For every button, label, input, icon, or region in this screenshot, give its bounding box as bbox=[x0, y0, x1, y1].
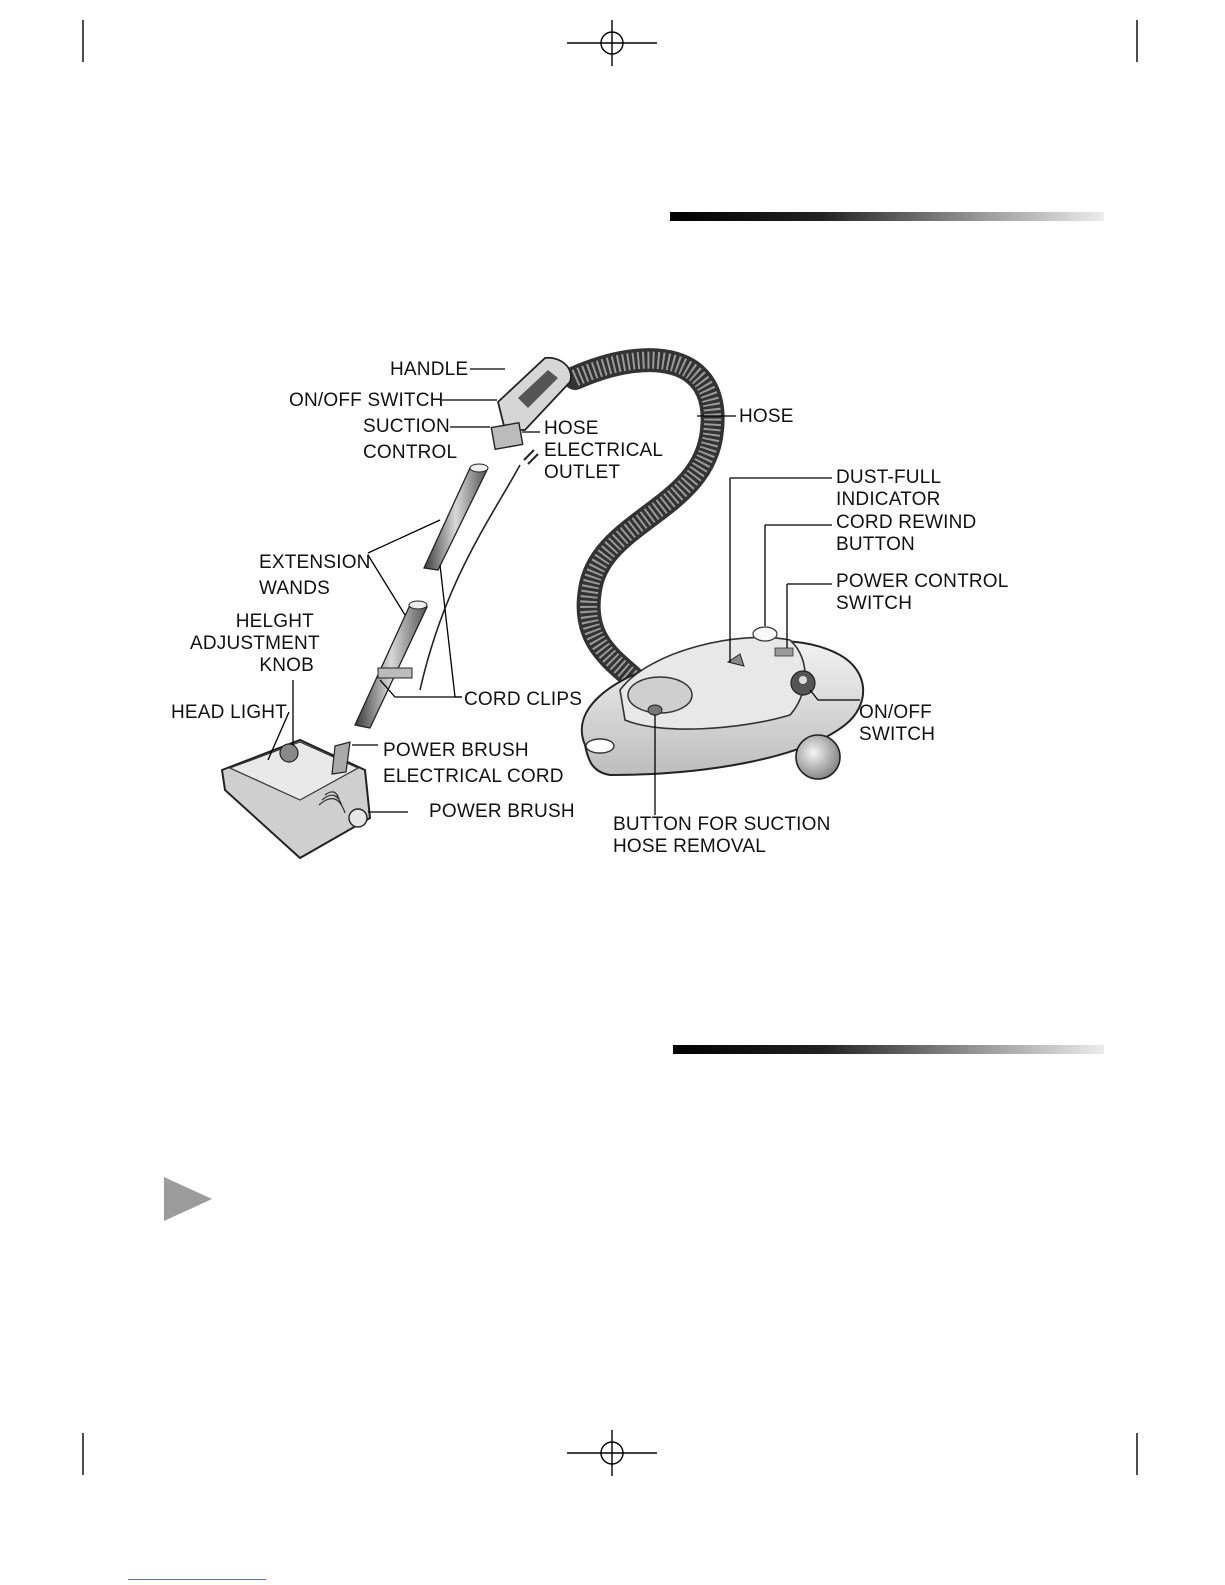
label-handle: HANDLE bbox=[390, 359, 468, 381]
label-button-suction-hose-removal: BUTTON FOR SUCTION HOSE REMOVAL bbox=[613, 814, 831, 858]
label-on-off-switch-body: ON/OFF SWITCH bbox=[859, 702, 935, 746]
label-power-brush-electrical-cord: POWER BRUSH ELECTRICAL CORD bbox=[383, 740, 564, 788]
power-control-switch-graphic bbox=[775, 648, 793, 656]
label-dust-full-indicator: DUST-FULL INDICATOR bbox=[836, 467, 941, 511]
canister-body bbox=[582, 627, 863, 779]
power-brush-graphic bbox=[222, 740, 370, 858]
label-suction-control: SUCTION CONTROL bbox=[363, 416, 457, 464]
cord-rewind-button-graphic bbox=[753, 627, 777, 641]
label-cord-rewind-button: CORD REWIND BUTTON bbox=[836, 512, 976, 556]
suction-hose-release-button bbox=[648, 705, 662, 715]
label-cord-clips: CORD CLIPS bbox=[464, 689, 582, 711]
extension-wands-graphic bbox=[355, 450, 538, 728]
label-on-off-switch-handle: ON/OFF SWITCH bbox=[289, 390, 444, 412]
rear-wheel bbox=[796, 735, 840, 779]
label-power-brush: POWER BRUSH bbox=[429, 801, 575, 823]
label-hose-electrical-outlet: HOSE ELECTRICAL OUTLET bbox=[544, 418, 663, 484]
label-power-control-switch: POWER CONTROL SWITCH bbox=[836, 571, 1009, 615]
bottom-underline bbox=[128, 1579, 266, 1580]
hose-graphic bbox=[575, 360, 713, 695]
label-height-adjustment-knob: HELGHT ADJUSTMENT KNOB bbox=[190, 611, 314, 677]
label-head-light: HEAD LIGHT bbox=[171, 702, 287, 724]
label-hose: HOSE bbox=[739, 406, 794, 428]
label-extension-wands: EXTENSION WANDS bbox=[259, 552, 371, 600]
section-arrow-marker bbox=[164, 1177, 212, 1221]
